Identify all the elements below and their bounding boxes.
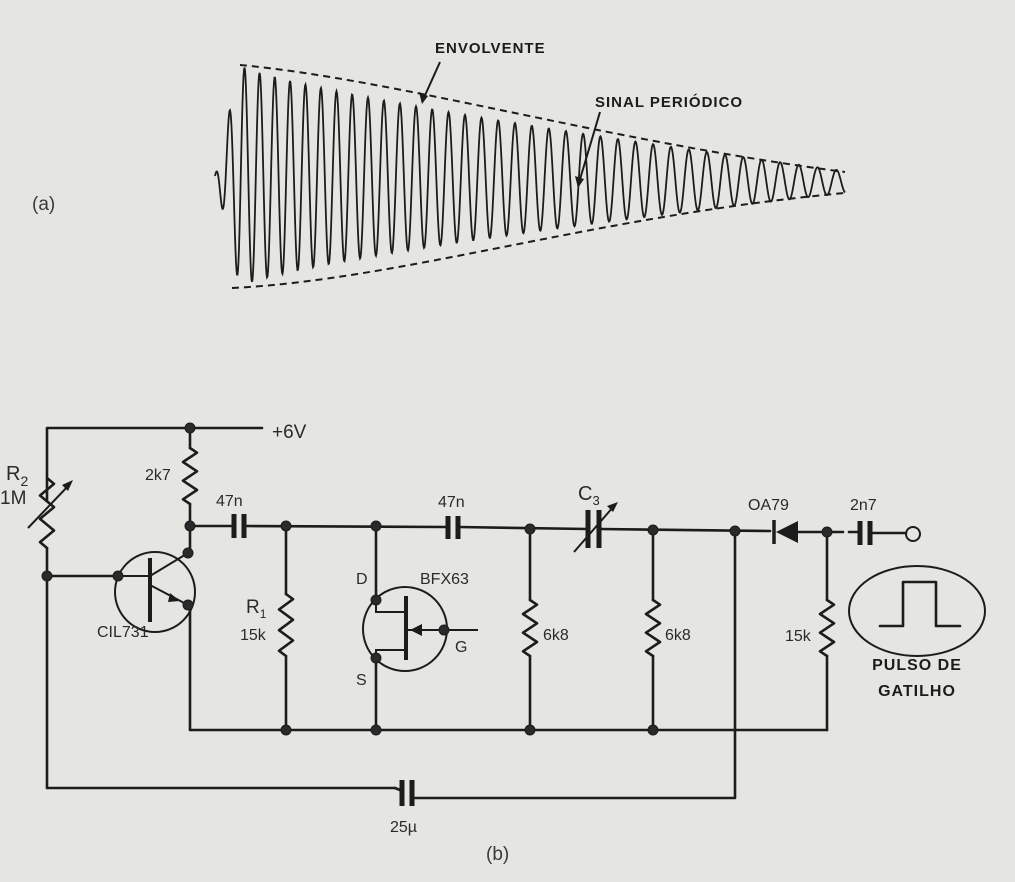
r2-variable-resistor bbox=[38, 476, 56, 550]
trigger-pulse-bubble bbox=[848, 565, 986, 657]
transistor-body bbox=[114, 551, 196, 633]
diode-oa79 bbox=[776, 521, 798, 543]
arrowhead-icon bbox=[575, 176, 584, 188]
c-out-label: 2n7 bbox=[850, 497, 877, 514]
c2-label: 47n bbox=[438, 494, 465, 511]
junction-node bbox=[182, 547, 194, 559]
source-label: S bbox=[356, 672, 367, 689]
wire bbox=[457, 525, 589, 531]
gate-label: G bbox=[455, 639, 467, 656]
junction-node bbox=[280, 520, 292, 532]
diode-label: OA79 bbox=[748, 497, 789, 514]
junction-node bbox=[729, 525, 741, 537]
circuit-figure: +6V R2 1M 2k7 CIL731 47n 47n bbox=[0, 422, 986, 865]
collector-resistor bbox=[181, 446, 199, 506]
junction-node bbox=[647, 524, 659, 536]
c3-label: C3 bbox=[578, 483, 600, 508]
waveform-figure: ENVOLVENTE SINAL PERIÓDICO (a) bbox=[32, 40, 846, 289]
junction-node bbox=[370, 652, 382, 664]
envelope-bottom-dashed bbox=[231, 192, 846, 289]
junction-node bbox=[280, 724, 292, 736]
junction-node bbox=[182, 599, 194, 611]
wire bbox=[598, 527, 772, 533]
arrowhead-icon bbox=[62, 480, 73, 491]
junction-node bbox=[524, 523, 536, 535]
wire bbox=[243, 524, 449, 529]
junction-node bbox=[41, 570, 53, 582]
periodic-signal-waveform bbox=[214, 67, 846, 283]
pulse-label-1: PULSO DE bbox=[872, 657, 962, 674]
junction-node bbox=[647, 724, 659, 736]
c1-label: 47n bbox=[216, 493, 243, 510]
figure-b-caption: (b) bbox=[486, 844, 509, 865]
r1-label: R1 bbox=[246, 597, 267, 621]
emitter-arrow-icon bbox=[168, 593, 180, 602]
junction-node bbox=[184, 422, 196, 434]
junction-node bbox=[112, 570, 124, 582]
r2-label: R2 bbox=[6, 463, 28, 489]
ground-wire bbox=[188, 603, 829, 732]
supply-label: +6V bbox=[272, 422, 307, 443]
junction-node bbox=[370, 520, 382, 532]
junction-node bbox=[821, 526, 833, 538]
output-terminal bbox=[905, 526, 921, 542]
fet-label: BFX63 bbox=[420, 571, 469, 588]
signal-pointer-arrow bbox=[577, 111, 601, 187]
wire bbox=[393, 786, 402, 792]
supply-rail-wire bbox=[45, 426, 264, 502]
r5-label: 15k bbox=[785, 628, 812, 645]
junction-nodes bbox=[41, 422, 833, 736]
figure-a-caption: (a) bbox=[32, 194, 55, 215]
r4-label: 6k8 bbox=[665, 627, 691, 644]
r1-value: 15k bbox=[240, 627, 267, 644]
pulse-label-2: GATILHO bbox=[878, 683, 956, 700]
envelope-label: ENVOLVENTE bbox=[435, 40, 546, 57]
r3-label: 6k8 bbox=[543, 627, 569, 644]
emitter-lead bbox=[149, 584, 189, 606]
collector-lead bbox=[149, 552, 189, 577]
pulse-icon bbox=[878, 580, 962, 628]
junction-node bbox=[524, 724, 536, 736]
feedback-wire bbox=[413, 529, 737, 800]
collector-resistor-label: 2k7 bbox=[145, 467, 171, 484]
variable-arrow-icon bbox=[573, 505, 615, 553]
resistor-6k8-b bbox=[644, 598, 662, 658]
arrowhead-icon bbox=[419, 92, 428, 104]
gate-arrow-icon bbox=[410, 624, 422, 636]
resistor-15k bbox=[818, 598, 836, 658]
envelope-top-dashed bbox=[239, 64, 846, 173]
transistor-label: CIL731 bbox=[97, 624, 149, 641]
r1-resistor bbox=[277, 592, 295, 658]
signal-label: SINAL PERIÓDICO bbox=[595, 93, 743, 111]
r2-value: 1M bbox=[0, 488, 26, 509]
arrowhead-icon bbox=[607, 502, 618, 512]
c-feedback-label: 25µ bbox=[390, 819, 417, 836]
junction-node bbox=[438, 624, 450, 636]
variable-arrow-icon bbox=[27, 483, 71, 529]
resistor-6k8-a bbox=[521, 598, 539, 658]
junction-node bbox=[184, 520, 196, 532]
junction-node bbox=[370, 594, 382, 606]
left-wire bbox=[45, 546, 397, 790]
junction-node bbox=[370, 724, 382, 736]
drain-label: D bbox=[356, 571, 368, 588]
